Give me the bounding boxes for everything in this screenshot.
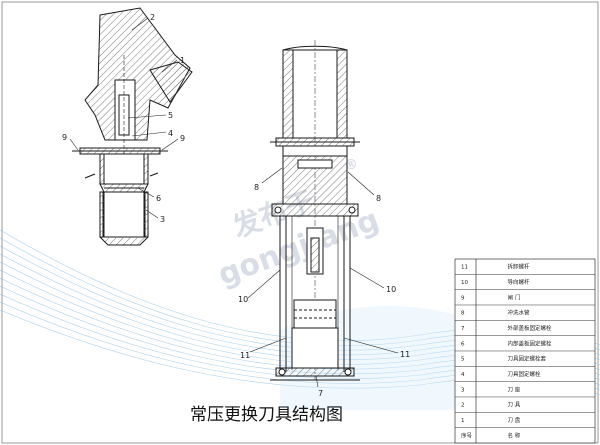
- table-row-name: 导向螺杆: [508, 278, 531, 286]
- table-row-no: 11: [461, 265, 468, 271]
- callout-4: 4: [168, 129, 173, 138]
- table-row-name: 刀 盘: [508, 416, 521, 424]
- right-callouts: 8 8 10 10 11 11 7: [238, 183, 410, 398]
- table-row-name: 闸 门: [508, 293, 521, 301]
- parts-table: 11 拆卸螺杆 10 导向螺杆 9 闸 门 8 冲洗水管 7 外部盖板固定螺栓 6 内部盖板固定螺栓 5…: [454, 258, 596, 444]
- right-section-drawing: [270, 40, 360, 381]
- callout-8-right: 8: [376, 194, 381, 203]
- table-row-no: 3: [461, 387, 465, 393]
- table-row-name: 冲洗水管: [508, 309, 531, 317]
- callout-9-right: 9: [180, 134, 185, 143]
- callout-11-left: 11: [240, 351, 250, 360]
- right-leader-lines: [247, 167, 399, 388]
- left-leader-lines: [69, 17, 179, 219]
- table-row-no: 1: [461, 418, 465, 424]
- callout-3: 3: [160, 215, 165, 224]
- table-row-name: 刀 具: [508, 402, 521, 409]
- table-header-no: 序号: [461, 431, 473, 439]
- table-row-no: 6: [461, 341, 465, 347]
- table-row-name: 内部盖板固定螺栓: [508, 339, 553, 347]
- callout-2: 2: [150, 13, 155, 22]
- table-row-no: 5: [461, 357, 465, 363]
- left-callouts: 2 1 5 4 9 9 6 3: [62, 13, 185, 224]
- callout-5: 5: [168, 111, 173, 120]
- callout-10-right: 10: [386, 285, 396, 294]
- left-section-drawing: [72, 7, 193, 246]
- table-row-no: 9: [461, 295, 465, 301]
- callout-1: 1: [180, 56, 185, 65]
- table-row-name: 刀 座: [508, 385, 521, 393]
- table-header-name: 名 称: [508, 431, 521, 439]
- table-row-name: 外部盖板固定螺栓: [508, 324, 553, 332]
- table-row-name: 刀具固定螺栓: [508, 370, 542, 378]
- table-row-no: 8: [461, 311, 465, 317]
- callout-6: 6: [156, 194, 161, 203]
- table-row-no: 4: [461, 372, 465, 378]
- table-row-no: 7: [461, 326, 465, 332]
- callout-11-right: 11: [400, 350, 410, 359]
- callout-7: 7: [318, 389, 323, 398]
- callout-8-left: 8: [254, 183, 259, 192]
- table-row-no: 10: [461, 280, 468, 286]
- table-row-name: 拆卸螺杆: [508, 263, 531, 271]
- table-row-name: 刀具固定螺栓套: [508, 355, 547, 363]
- callout-9-left: 9: [62, 133, 67, 142]
- drawing-title: 常压更换刀具结构图: [190, 405, 343, 425]
- table-row-no: 2: [461, 403, 465, 409]
- callout-10-left: 10: [238, 295, 248, 304]
